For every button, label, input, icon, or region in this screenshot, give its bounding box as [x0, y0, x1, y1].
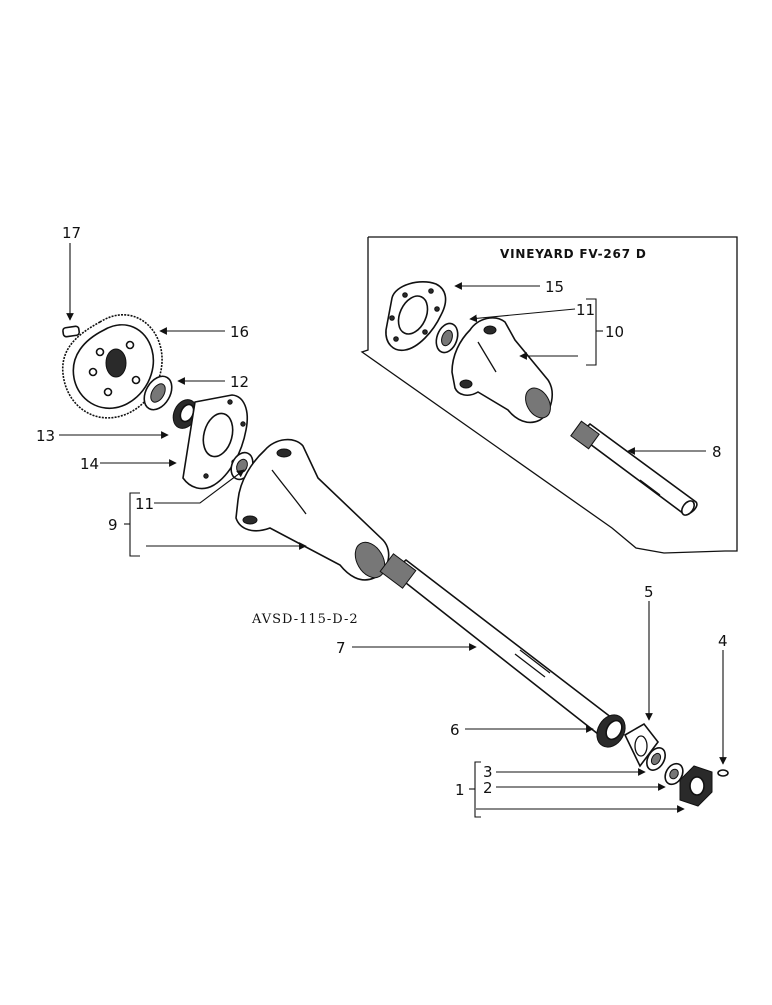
callout-7: 7	[336, 639, 346, 657]
part-5-retainer	[623, 722, 660, 768]
callout-15: 15	[545, 278, 564, 296]
part-4-pin	[717, 769, 729, 777]
inset-border	[360, 236, 738, 554]
callout-9: 9	[108, 516, 118, 534]
callout-labels: 17 16 12 13 14 11 9 15 11 10 8 7 6 5 4 3…	[36, 224, 728, 799]
part-11-seal-inset	[435, 322, 459, 354]
part-12-seal	[143, 375, 173, 411]
inset-title: VINEYARD FV-267 D	[500, 247, 647, 261]
part-15-gasket	[385, 281, 447, 352]
callout-10: 10	[605, 323, 624, 341]
callout-4: 4	[718, 632, 728, 650]
callout-2: 2	[483, 779, 493, 797]
callout-5: 5	[644, 583, 654, 601]
callout-13: 13	[36, 427, 55, 445]
callout-17: 17	[62, 224, 81, 242]
callout-8: 8	[712, 443, 722, 461]
part-13-bearing	[172, 399, 198, 429]
callout-11-inset: 11	[576, 301, 595, 319]
callout-12: 12	[230, 373, 249, 391]
part-6-bearing	[596, 714, 626, 748]
part-1-nut	[679, 765, 713, 807]
callout-16: 16	[230, 323, 249, 341]
part-3-washer	[646, 747, 666, 771]
callout-14: 14	[80, 455, 99, 473]
part-7-shaft	[379, 553, 615, 735]
callout-1: 1	[455, 781, 465, 799]
part-2-washer	[664, 762, 684, 786]
callout-11-main: 11	[135, 495, 154, 513]
callout-6: 6	[450, 721, 460, 739]
part-8-shaft-inset	[570, 420, 698, 516]
callout-3: 3	[483, 763, 493, 781]
drawing-code: AVSD-115-D-2	[251, 612, 359, 627]
leader-lines	[59, 243, 727, 818]
vineyard-inset: VINEYARD FV-267 D	[360, 236, 738, 554]
part-10-housing-inset	[451, 317, 553, 424]
part-17-key	[62, 325, 81, 338]
part-16-gear	[61, 314, 163, 419]
part-9-housing	[235, 438, 390, 581]
